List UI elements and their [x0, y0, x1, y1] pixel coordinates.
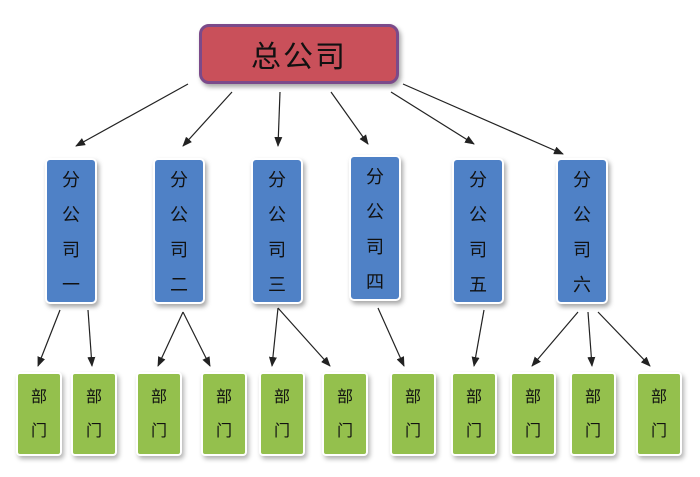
- department-char: 部: [584, 387, 601, 406]
- branch-node-4: 分 公 司 四: [349, 155, 401, 301]
- connector-root-branch-5: [390, 91, 475, 145]
- connector-root-branch-2: [182, 91, 233, 147]
- branch-char: 司: [573, 240, 591, 261]
- connector-branch6-dept11: [597, 311, 651, 367]
- branch-node-5: 分 公 司 五: [452, 158, 504, 304]
- department-node-7: 部 门: [390, 372, 436, 456]
- department-char: 门: [215, 421, 232, 440]
- department-char: 门: [584, 421, 601, 440]
- department-node-10: 部 门: [570, 372, 616, 456]
- connector-branch3-dept6: [277, 307, 331, 367]
- branch-char: 公: [170, 205, 188, 226]
- department-char: 门: [404, 421, 421, 440]
- branch-char: 司: [268, 240, 286, 261]
- branch-char: 公: [366, 202, 384, 223]
- branch-node-3: 分 公 司 三: [251, 158, 303, 304]
- head-office-label: 总公司: [251, 40, 347, 75]
- branch-char: 分: [170, 170, 188, 191]
- department-char: 门: [30, 421, 47, 440]
- connector-root-branch-6: [402, 83, 564, 155]
- department-char: 部: [273, 387, 290, 406]
- connector-branch1-dept2: [87, 309, 96, 367]
- branch-node-2: 分 公 司 二: [153, 158, 205, 304]
- connector-root-branch-4: [330, 91, 369, 145]
- department-char: 门: [524, 421, 541, 440]
- connector-branch4-dept7: [377, 307, 405, 367]
- branch-char: 公: [469, 205, 487, 226]
- branch-char: 分: [366, 167, 384, 188]
- department-node-3: 部 门: [136, 372, 182, 456]
- department-char: 部: [524, 387, 541, 406]
- branch-char: 公: [268, 205, 286, 226]
- branch-char: 分: [573, 170, 591, 191]
- branch-node-1: 分 公 司 一: [45, 158, 97, 304]
- branch-char: 公: [573, 205, 591, 226]
- department-char: 门: [85, 421, 102, 440]
- branch-char: 分: [62, 170, 80, 191]
- branch-char: 司: [366, 237, 384, 258]
- branch-char: 四: [366, 272, 384, 293]
- department-char: 门: [650, 421, 667, 440]
- branch-node-6: 分 公 司 六: [556, 158, 608, 304]
- department-char: 部: [150, 387, 167, 406]
- department-node-8: 部 门: [451, 372, 497, 456]
- branch-char: 分: [268, 170, 286, 191]
- branch-char: 司: [469, 240, 487, 261]
- connector-branch2-dept4: [182, 311, 211, 367]
- department-node-5: 部 门: [259, 372, 305, 456]
- connector-branch2-dept3: [157, 311, 184, 367]
- department-char: 部: [650, 387, 667, 406]
- department-node-9: 部 门: [510, 372, 556, 456]
- branch-char: 分: [469, 170, 487, 191]
- department-char: 门: [150, 421, 167, 440]
- branch-char: 二: [170, 275, 188, 296]
- head-office-node: 总公司: [199, 24, 399, 84]
- department-char: 部: [85, 387, 102, 406]
- department-char: 门: [273, 421, 290, 440]
- connector-root-branch-3: [274, 91, 283, 147]
- department-char: 部: [465, 387, 482, 406]
- branch-char: 三: [268, 275, 286, 296]
- department-char: 部: [404, 387, 421, 406]
- department-char: 门: [465, 421, 482, 440]
- department-node-2: 部 门: [71, 372, 117, 456]
- department-node-11: 部 门: [636, 372, 682, 456]
- department-char: 部: [30, 387, 47, 406]
- connector-root-branch-1: [75, 83, 189, 147]
- branch-char: 司: [170, 240, 188, 261]
- department-char: 部: [336, 387, 353, 406]
- department-node-1: 部 门: [16, 372, 62, 456]
- connector-branch6-dept10: [587, 311, 596, 367]
- connector-branch5-dept8: [471, 309, 485, 367]
- department-char: 部: [215, 387, 232, 406]
- branch-char: 五: [469, 275, 487, 296]
- connector-branch1-dept1: [37, 309, 61, 367]
- department-char: 门: [336, 421, 353, 440]
- connector-branch3-dept5: [268, 307, 279, 367]
- branch-char: 一: [62, 275, 80, 296]
- branch-char: 公: [62, 205, 80, 226]
- connector-branch6-dept9: [531, 311, 579, 367]
- department-node-6: 部 门: [322, 372, 368, 456]
- branch-char: 司: [62, 240, 80, 261]
- department-node-4: 部 门: [201, 372, 247, 456]
- branch-char: 六: [573, 275, 591, 296]
